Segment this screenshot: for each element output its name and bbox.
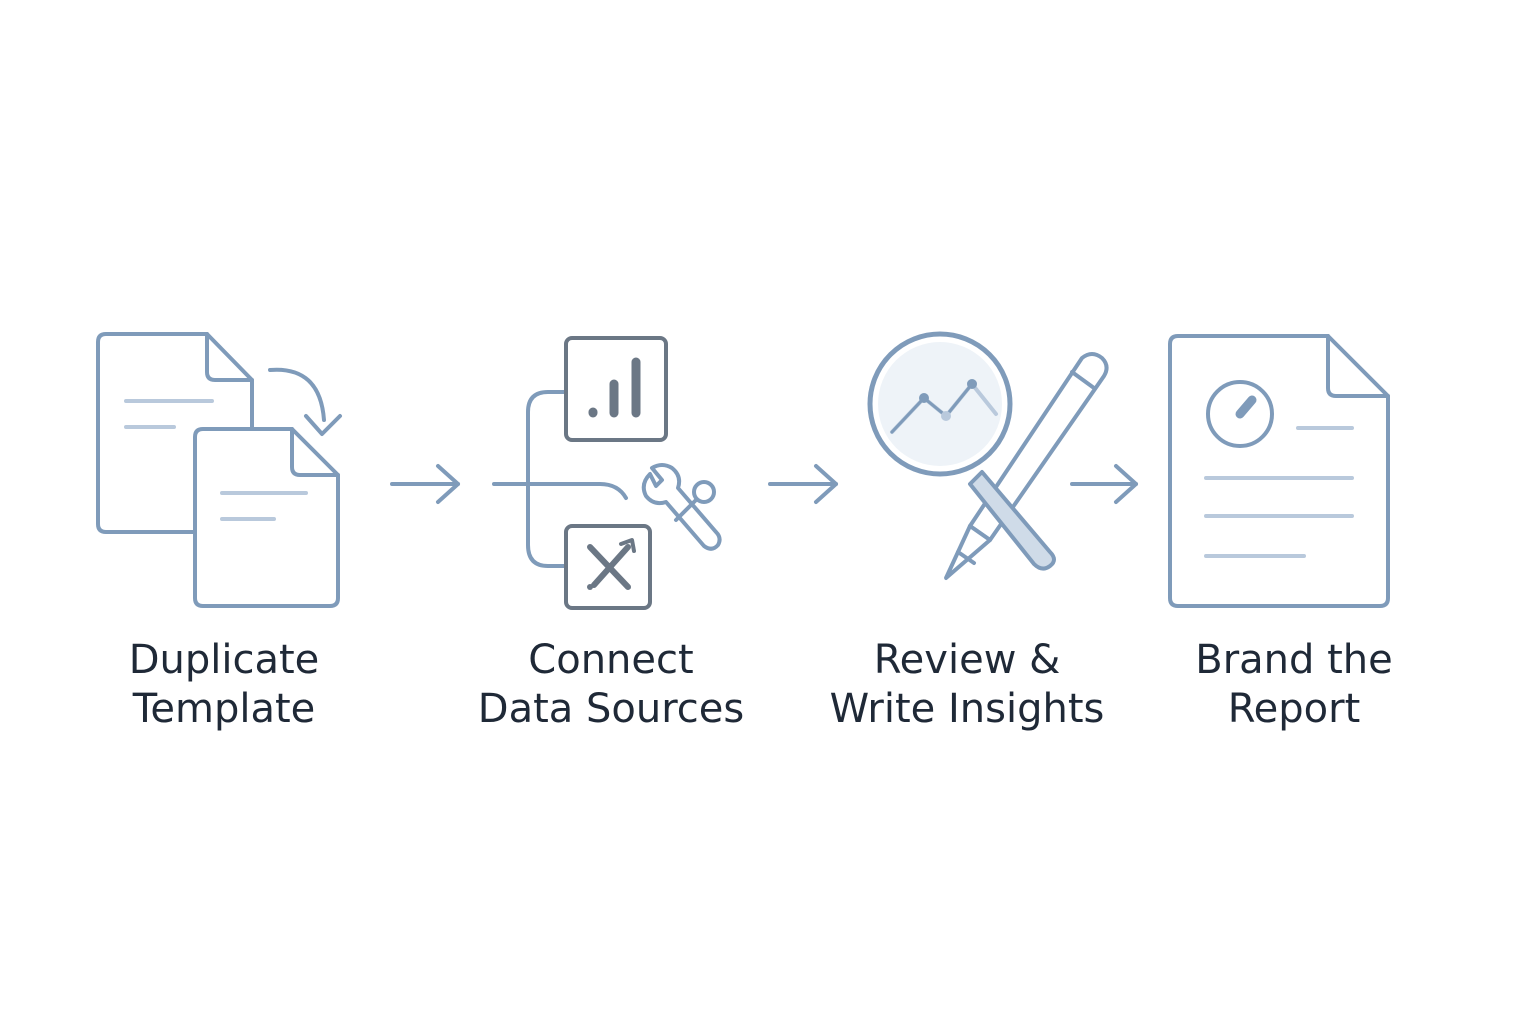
- step-label-line: Connect: [528, 637, 694, 683]
- arrow-right-icon: [1070, 464, 1138, 504]
- step-label-review: Review & Write Insights: [807, 636, 1127, 734]
- step-label-line: Brand the: [1195, 637, 1393, 683]
- step-label-line: Duplicate: [128, 637, 320, 683]
- step-label-line: Data Sources: [477, 686, 745, 732]
- bar-chart-icon: [588, 357, 641, 418]
- step-label-line: Review &: [873, 637, 1061, 683]
- brand-logo-mark: [1235, 395, 1257, 419]
- step-label-line: Write Insights: [829, 686, 1105, 732]
- report-document-fold: [1326, 334, 1390, 398]
- magnifier-handle: [968, 470, 1056, 571]
- step-label-line: Report: [1227, 686, 1361, 732]
- trend-line-accent: [890, 382, 974, 434]
- report-document-shape: [1168, 334, 1390, 608]
- connector-line-middle: [492, 482, 628, 500]
- pencil-icon: [944, 352, 1109, 580]
- step-label-connect: Connect Data Sources: [451, 636, 771, 734]
- back-document-fold: [205, 332, 254, 382]
- copy-arrow-curve: [268, 367, 326, 422]
- connector-line-top: [526, 390, 568, 568]
- copy-documents-icon: [96, 332, 342, 608]
- copy-arrow-head: [304, 414, 342, 436]
- data-connector-icon: [492, 336, 722, 610]
- wrench-icon: [641, 463, 722, 551]
- step-label-duplicate: Duplicate Template: [64, 636, 384, 734]
- branded-report-icon: [1168, 334, 1390, 608]
- arrow-right-icon: [768, 464, 838, 504]
- magnifier-glass: [878, 342, 1002, 466]
- magnifier-pencil-icon: [867, 331, 1109, 580]
- step-label-line: Template: [132, 686, 316, 732]
- tools-icon: [587, 538, 636, 590]
- step-label-brand: Brand the Report: [1134, 636, 1454, 734]
- arrow-right-icon: [390, 464, 460, 504]
- front-document-fold: [290, 427, 340, 477]
